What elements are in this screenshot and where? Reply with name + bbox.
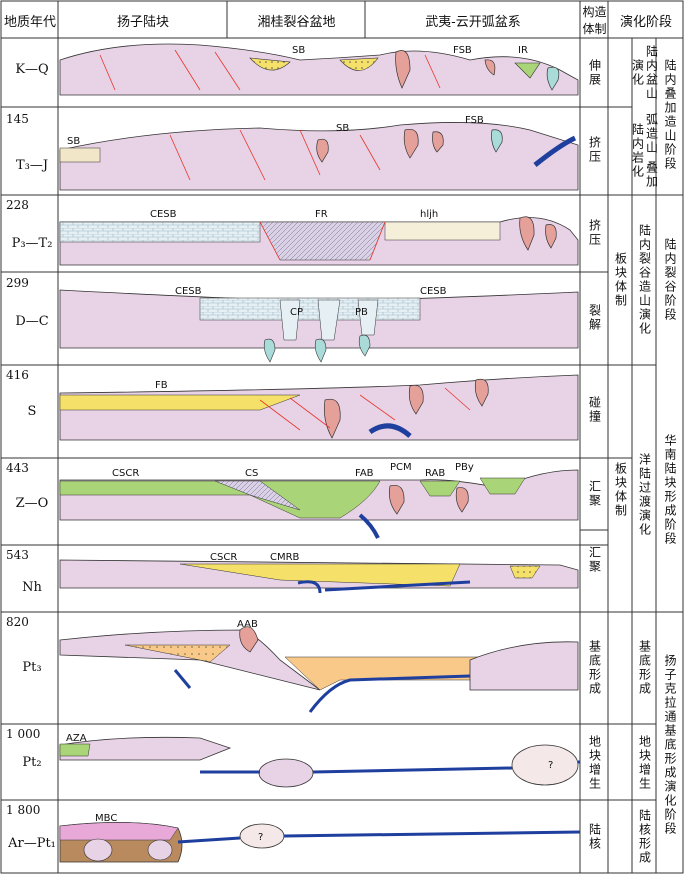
stage-yangtze-craton: 扬子克拉通基底形成演化阶段 bbox=[663, 654, 677, 836]
age-228: 228 bbox=[6, 198, 29, 212]
label-mbc: MBC bbox=[95, 813, 117, 824]
section-z-o: CSCR CS FAB PCM RAB PBy bbox=[59, 462, 579, 539]
label-fsb: FSB bbox=[453, 45, 472, 56]
label-cmrb: CMRB bbox=[270, 552, 300, 563]
period-p3-t2: P₃—T₂ bbox=[11, 236, 53, 251]
label-cesb: CESB bbox=[150, 209, 177, 220]
period-z-o: Z—O bbox=[15, 496, 49, 511]
header-wuyi-yunkai: 武夷-云开弧盆系 bbox=[425, 14, 521, 30]
header-evolution-stage: 演化阶段 bbox=[619, 14, 672, 30]
age-1000: 1 000 bbox=[6, 727, 41, 741]
regime-basement-form: 基底形成 bbox=[587, 639, 602, 696]
stage-south-china: 华南陆块形成阶段 bbox=[663, 434, 677, 546]
label-fab: FAB bbox=[355, 468, 374, 479]
subphase-intracont-rift: 陆内裂谷造山演化 bbox=[637, 224, 652, 336]
regime-plate-1: 板块体制 bbox=[613, 252, 628, 308]
subphase-intracont-basin: 陆内盆山演化 bbox=[630, 45, 659, 101]
age-543: 543 bbox=[6, 548, 29, 562]
period-ar-pt1: Ar—Pt₁ bbox=[8, 836, 56, 851]
section-s: FB bbox=[59, 374, 579, 441]
feature-compression-2: 挤压 bbox=[587, 218, 602, 247]
stage-intracont-rift: 陆内裂谷阶段 bbox=[663, 238, 677, 322]
period-pt2: Pt₂ bbox=[22, 755, 42, 770]
regime-block-growth: 地块增生 bbox=[587, 735, 602, 791]
label-cscr: CSCR bbox=[112, 468, 139, 479]
period-s: S bbox=[27, 404, 37, 419]
header-tectonic-regime: 构造体制 bbox=[582, 5, 607, 36]
feature-convergence-1: 汇聚 bbox=[587, 480, 602, 508]
label-pcm: PCM bbox=[390, 462, 412, 473]
label-fsb: FSB bbox=[465, 115, 484, 126]
section-ar-pt1: MBC ? bbox=[59, 813, 581, 863]
label-sb2: SB bbox=[336, 123, 349, 134]
feature-convergence-2: 汇聚 bbox=[587, 546, 602, 574]
age-1800: 1 800 bbox=[6, 803, 41, 817]
section-p3-t2: CESB FR hljh bbox=[59, 209, 579, 266]
header-xianggui-rift: 湘桂裂谷盆地 bbox=[257, 14, 336, 30]
stage-intracont-orogen: 陆内叠加造山阶段 bbox=[663, 59, 677, 171]
label-rab: RAB bbox=[425, 468, 445, 479]
label-cs: CS bbox=[245, 468, 258, 479]
section-k-q: SB FSB IR bbox=[59, 43, 579, 96]
label-hljh: hljh bbox=[420, 209, 438, 220]
age-299: 299 bbox=[6, 276, 29, 290]
label-ir: IR bbox=[518, 45, 528, 56]
label-pby: PBy bbox=[455, 462, 474, 473]
label-sb1: SB bbox=[67, 136, 80, 147]
period-d-c: D—C bbox=[15, 314, 49, 329]
label-cesb1: CESB bbox=[175, 286, 202, 297]
regime-plate-2: 板块体制 bbox=[613, 462, 628, 518]
period-k-q: K—Q bbox=[15, 62, 49, 77]
label-sb: SB bbox=[292, 45, 305, 56]
label-fb: FB bbox=[155, 380, 168, 391]
age-820: 820 bbox=[6, 615, 29, 629]
section-t3-j: SB SB FSB bbox=[59, 115, 579, 191]
label-aza: AZA bbox=[66, 733, 87, 744]
header-yangtze-block: 扬子陆块 bbox=[116, 14, 169, 30]
label-q: ? bbox=[258, 832, 263, 843]
label-cp: CP bbox=[290, 307, 303, 318]
label-cscr: CSCR bbox=[210, 552, 237, 563]
subphase-ocean-cont: 洋陆过渡演化 bbox=[637, 453, 652, 537]
label-cesb2: CESB bbox=[420, 286, 447, 297]
period-nh: Nh bbox=[22, 580, 42, 595]
subphase-block-growth: 地块增生 bbox=[637, 735, 652, 791]
subphase-craton: 陆核形成 bbox=[637, 809, 652, 865]
period-pt3: Pt₃ bbox=[22, 660, 42, 675]
section-pt2: AZA ? bbox=[59, 733, 580, 788]
section-d-c: CESB CESB CP PB bbox=[59, 286, 579, 363]
label-aab: AAB bbox=[237, 619, 258, 630]
subphase-arc-intracont: 弧造山 叠加陆内岩化 bbox=[630, 113, 659, 189]
section-nh: CSCR CMRB bbox=[59, 552, 579, 594]
label-fr: FR bbox=[315, 209, 328, 220]
regime-craton: 陆核 bbox=[587, 823, 602, 851]
label-pb: PB bbox=[355, 307, 368, 318]
header-geologic-time: 地质年代 bbox=[3, 14, 56, 30]
age-416: 416 bbox=[6, 368, 29, 382]
section-pt3: AAB bbox=[59, 619, 579, 713]
feature-compression-1: 挤压 bbox=[587, 136, 602, 164]
age-443: 443 bbox=[6, 461, 29, 475]
label-q: ? bbox=[548, 760, 553, 771]
feature-collision: 碰撞 bbox=[587, 396, 602, 424]
feature-rifting: 裂解 bbox=[587, 303, 602, 332]
age-145: 145 bbox=[6, 112, 29, 126]
period-t3-j: T₃—J bbox=[15, 158, 49, 173]
feature-extension: 伸展 bbox=[587, 58, 602, 87]
subphase-basement-form: 基底形成 bbox=[637, 639, 652, 696]
